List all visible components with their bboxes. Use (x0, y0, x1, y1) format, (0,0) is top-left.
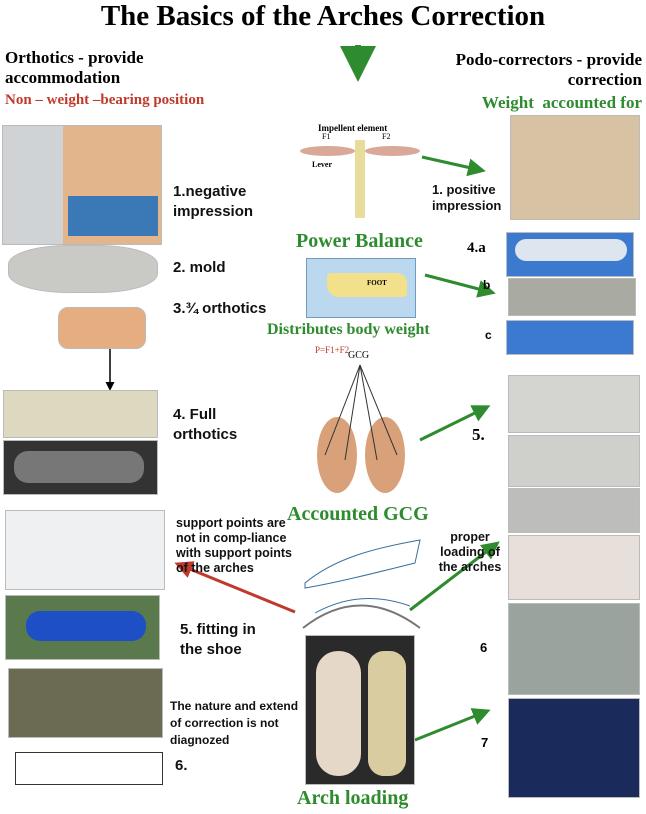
f2-label: F2 (382, 132, 391, 141)
full-orthotic-photo (3, 390, 158, 438)
insole-4a-photo (506, 232, 634, 277)
three-quarter-orthotic-photo (58, 307, 146, 349)
formula-label: P=F1+F2 (315, 345, 350, 355)
foot-label: FOOT (367, 279, 387, 287)
gcg-insole-photo (5, 510, 165, 590)
step-full-orthotics: 4. Full orthotics (173, 406, 238, 443)
positive-impression-photo (510, 115, 640, 220)
impellent-label: Impellent element (318, 123, 388, 133)
step-6-left: 6. (175, 757, 188, 774)
insole-5-photo-1 (508, 375, 640, 433)
proper-loading-label: proper loading of the arches (438, 530, 502, 574)
right-subheader: Weight accounted for (481, 93, 642, 112)
right-header: Podo-correctors - provide correction (455, 50, 642, 89)
step-three-quarter: 3.¾ orthotics (173, 300, 267, 317)
arrow-to-5 (419, 405, 491, 442)
left-subheader: Non – weight –bearing position (5, 92, 205, 108)
shoe-photo (8, 668, 163, 738)
left-header: Orthotics - provide accommodation (5, 48, 144, 87)
insole-5-photo-2 (508, 435, 640, 487)
step-6-photo (508, 603, 640, 695)
insole-4c-photo (506, 320, 634, 355)
arch-loading-photo (305, 635, 415, 785)
negative-impression-photo (2, 125, 162, 245)
accounted-gcg-label: Accounted GCG (287, 503, 429, 525)
gcg-diagram (317, 364, 405, 493)
foot-loading-diagram: FOOT (306, 258, 416, 318)
step-mold: 2. mold (173, 259, 226, 276)
step-7-photo (508, 698, 640, 798)
arrow-to-positive (421, 155, 486, 177)
impellent-diagram: F1 F2 Lever (300, 132, 425, 220)
step-5-right: 5. (472, 425, 485, 444)
support-points-note: support points are not in comp-liance wi… (176, 516, 292, 575)
step-4b: b (483, 278, 491, 292)
insole-4b-photo (508, 278, 636, 316)
step-6-right: 6 (480, 640, 488, 655)
lever-label: Lever (312, 160, 332, 169)
arrow-to-7 (414, 708, 491, 742)
fitting-photo (5, 595, 160, 660)
arch-loading-label: Arch loading (297, 787, 409, 809)
red-arrow (174, 561, 296, 614)
distributes-weight-label: Distributes body weight (267, 321, 430, 338)
step-positive-impression: 1. positive impression (432, 182, 502, 213)
arrow-to-4b (424, 273, 496, 298)
arrow-to-arches (409, 541, 500, 612)
step-7-right: 7 (481, 735, 489, 750)
arch-diagram (302, 539, 421, 629)
power-balance-label: Power Balance (296, 230, 423, 252)
step-4c: c (485, 328, 492, 342)
step-negative-impression: 1.negative impression (173, 183, 254, 220)
gcg-label: GCG (348, 350, 370, 361)
full-orthotic-photo-2 (3, 440, 158, 495)
page-title: The Basics of the Arches Correction (100, 0, 546, 32)
f1-label: F1 (322, 132, 331, 141)
insole-5-photo-3 (508, 488, 640, 533)
step-4a: 4.a (467, 240, 486, 256)
mold-photo (8, 245, 158, 293)
empty-box (15, 752, 163, 785)
correction-note: The nature and extend of correction is n… (170, 699, 299, 747)
proper-loading-photo (508, 535, 640, 600)
step-fitting: 5. fitting in the shoe (180, 621, 256, 658)
